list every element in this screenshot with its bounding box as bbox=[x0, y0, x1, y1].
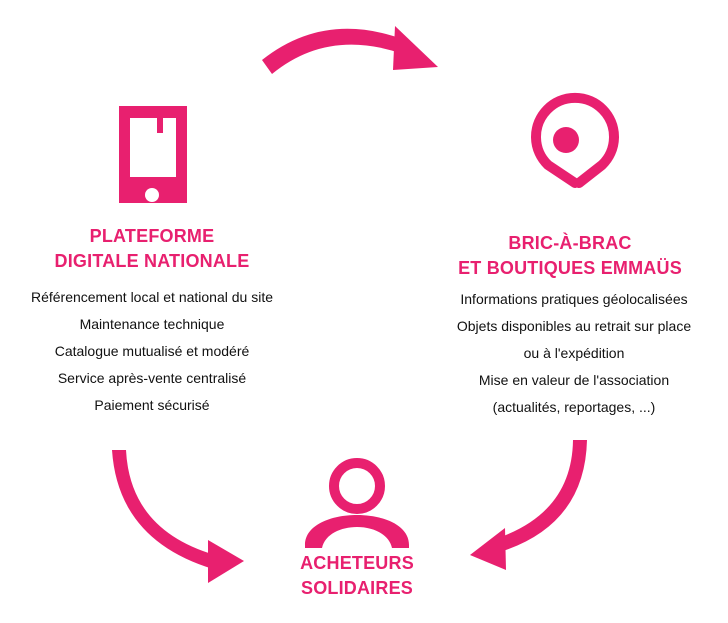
list-item: (actualités, reportages, ...) bbox=[492, 399, 656, 415]
list-item: ou à l'expédition bbox=[523, 345, 625, 361]
buyers-title-line-1: ACHETEURS bbox=[300, 553, 414, 573]
shops-title-line-1: BRIC-À-BRAC bbox=[508, 233, 632, 253]
arrow-platform-to-buyers bbox=[112, 450, 244, 583]
list-item: Mise en valeur de l'association bbox=[478, 372, 670, 388]
buyers-title: ACHETEURS SOLIDAIRES bbox=[277, 551, 437, 601]
platform-title: PLATEFORME DIGITALE NATIONALE bbox=[32, 224, 272, 274]
location-pin-icon bbox=[531, 92, 619, 188]
list-item: Référencement local et national du site bbox=[30, 289, 274, 305]
shops-title: BRIC-À-BRAC ET BOUTIQUES EMMAÜS bbox=[430, 231, 710, 281]
list-item: Paiement sécurisé bbox=[94, 397, 210, 413]
list-item: Service après-vente centralisé bbox=[57, 370, 247, 386]
list-item: Maintenance technique bbox=[79, 316, 225, 332]
list-item: Catalogue mutualisé et modéré bbox=[54, 343, 250, 359]
platform-feature-list: Référencement local et national du site … bbox=[0, 284, 304, 419]
platform-title-line-2: DIGITALE NATIONALE bbox=[54, 251, 250, 271]
person-icon bbox=[305, 458, 409, 548]
arrow-platform-to-shops bbox=[262, 26, 438, 74]
shops-title-line-2: ET BOUTIQUES EMMAÜS bbox=[458, 258, 682, 278]
arrow-shops-to-buyers bbox=[470, 440, 587, 570]
smartphone-icon bbox=[119, 106, 187, 203]
list-item: Informations pratiques géolocalisées bbox=[460, 291, 688, 307]
buyers-title-line-2: SOLIDAIRES bbox=[300, 578, 413, 598]
shops-feature-list: Informations pratiques géolocalisées Obj… bbox=[424, 286, 724, 421]
list-item: Objets disponibles au retrait sur place bbox=[456, 318, 692, 334]
platform-title-line-1: PLATEFORME bbox=[89, 226, 215, 246]
